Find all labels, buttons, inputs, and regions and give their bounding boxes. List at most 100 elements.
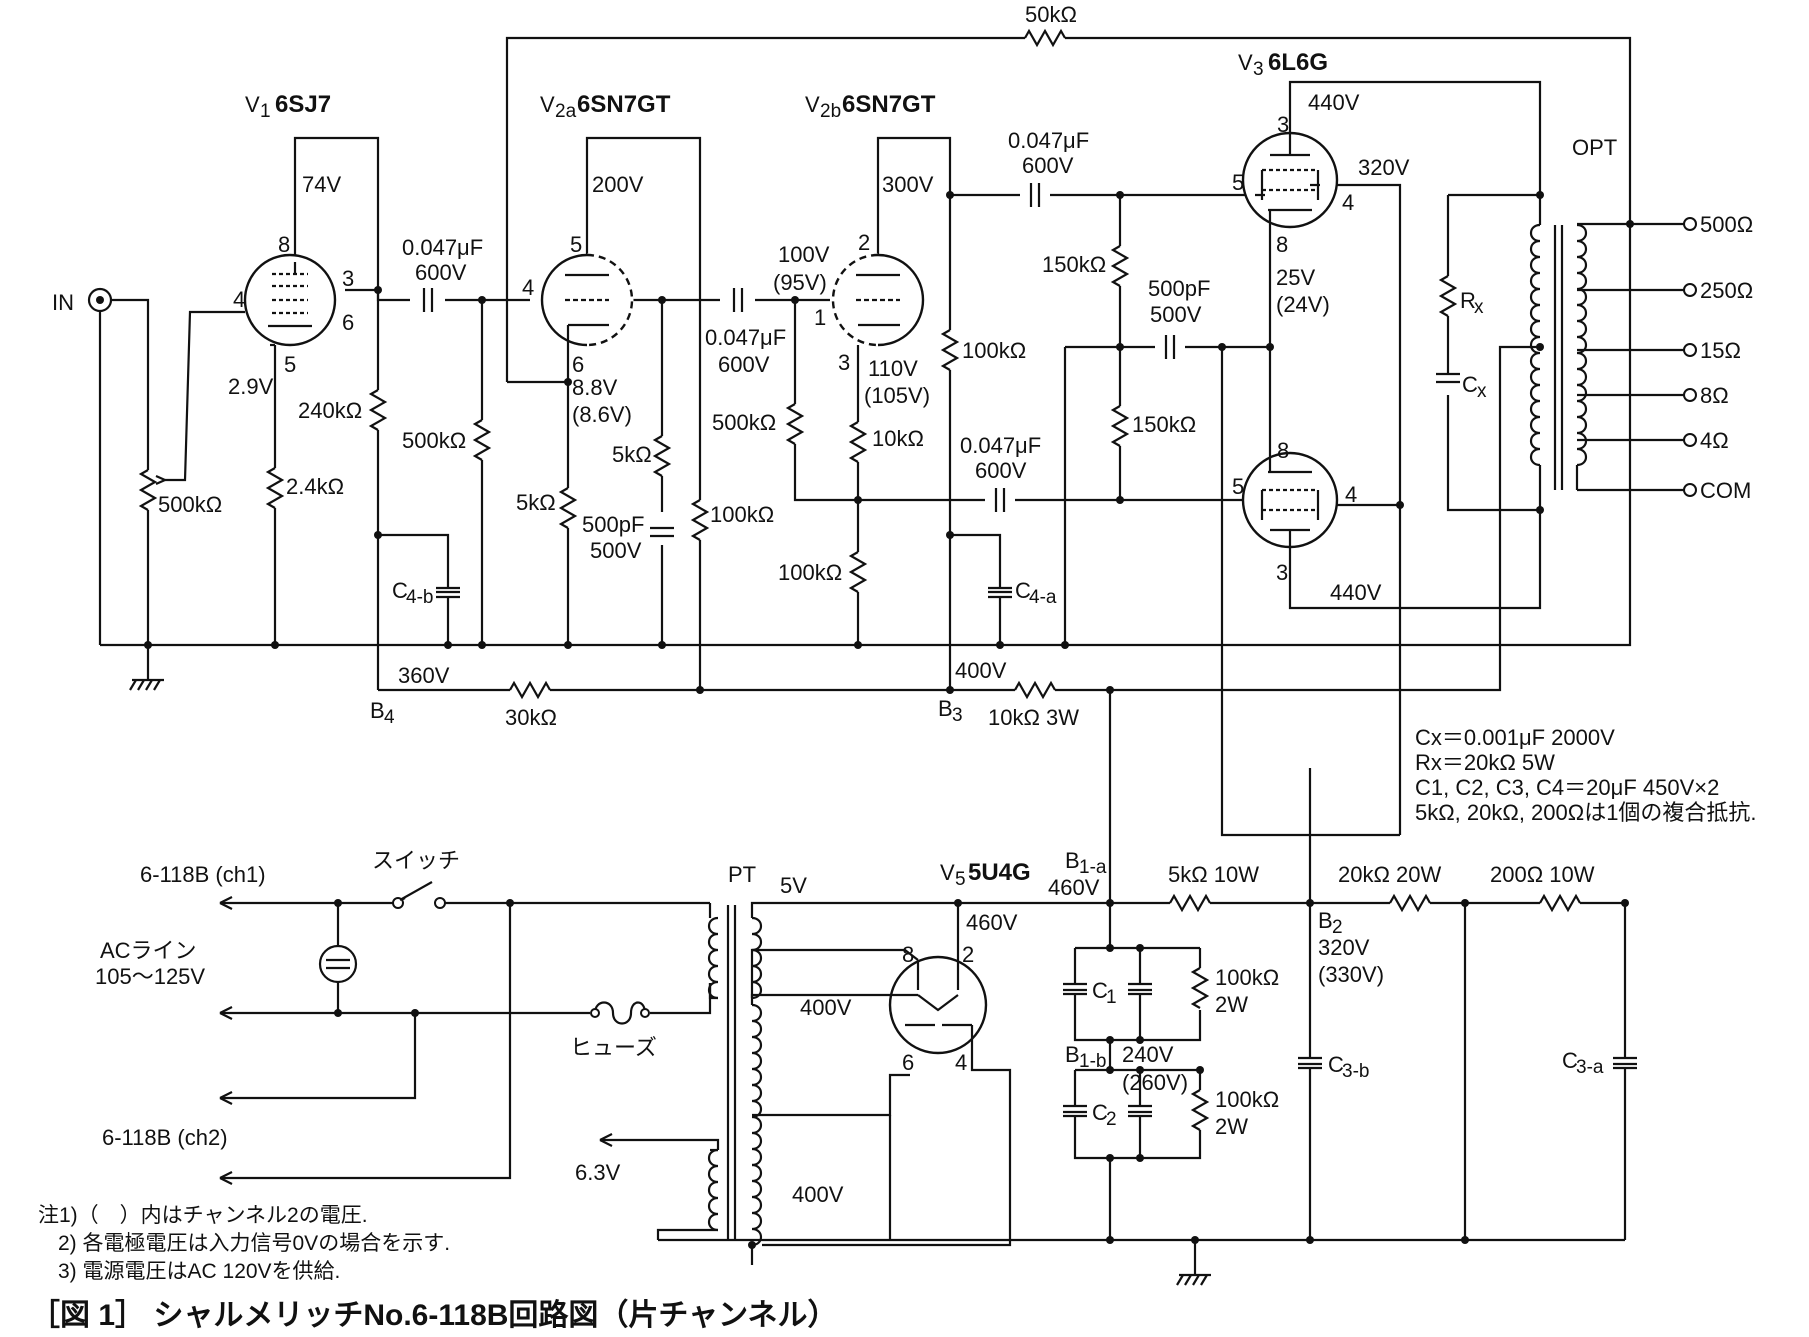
input-jack	[87, 287, 113, 313]
v2b-sub: 2b	[820, 101, 841, 122]
svg-text:2: 2	[1332, 917, 1343, 938]
svg-text:6.3V: 6.3V	[575, 1160, 621, 1185]
svg-text:5kΩ 10W: 5kΩ 10W	[1168, 862, 1259, 887]
svg-text:240V: 240V	[1122, 1042, 1174, 1067]
spec-notes: Cx＝0.001μF 2000V Rx＝20kΩ 5W C1, C2, C3, …	[1415, 725, 1757, 825]
svg-text:0.047μF: 0.047μF	[402, 235, 483, 260]
svg-text:8.8V: 8.8V	[572, 375, 618, 400]
svg-text:500kΩ: 500kΩ	[158, 492, 222, 517]
svg-text:B: B	[1065, 1042, 1080, 1067]
svg-text:460V: 460V	[966, 910, 1018, 935]
svg-text:C: C	[1562, 1048, 1578, 1073]
svg-text:ACライン: ACライン	[100, 938, 197, 963]
svg-text:3: 3	[1277, 112, 1289, 137]
svg-text:5V: 5V	[780, 873, 807, 898]
svg-text:320V: 320V	[1318, 935, 1370, 960]
v1-ref: V	[245, 92, 260, 117]
svg-text:2: 2	[962, 942, 974, 967]
svg-text:320V: 320V	[1358, 155, 1410, 180]
v2a-type: 6SN7GT	[577, 91, 671, 118]
svg-text:100kΩ: 100kΩ	[1215, 965, 1279, 990]
svg-text:1: 1	[1106, 987, 1117, 1008]
svg-text:3-a: 3-a	[1576, 1057, 1604, 1078]
svg-text:3) 電源電圧はAC 120Vを供給.: 3) 電源電圧はAC 120Vを供給.	[58, 1260, 340, 1283]
svg-text:2: 2	[1106, 1109, 1117, 1130]
svg-text:IN: IN	[52, 290, 74, 315]
v2b-ref: V	[805, 92, 820, 117]
svg-text:Cx＝0.001μF 2000V: Cx＝0.001μF 2000V	[1415, 725, 1615, 750]
tube-v3-upper	[1241, 118, 1339, 229]
tube-v1	[243, 253, 337, 347]
svg-text:400V: 400V	[792, 1182, 844, 1207]
v1-type: 6SJ7	[275, 91, 331, 118]
svg-text:B: B	[1065, 848, 1080, 873]
svg-text:400V: 400V	[955, 658, 1007, 683]
svg-text:200Ω 10W: 200Ω 10W	[1490, 862, 1595, 887]
svg-text:ヒューズ: ヒューズ	[570, 1035, 657, 1060]
svg-text:C: C	[1092, 978, 1108, 1003]
svg-text:10kΩ: 10kΩ	[872, 426, 924, 451]
tube-v2b	[831, 253, 925, 347]
svg-text:500V: 500V	[1150, 302, 1202, 327]
svg-text:C: C	[1015, 578, 1031, 603]
v3-ref: V	[1238, 50, 1253, 75]
svg-text:C: C	[1328, 1052, 1344, 1077]
svg-text:300V: 300V	[882, 172, 934, 197]
svg-text:100kΩ: 100kΩ	[1215, 1087, 1279, 1112]
svg-text:150kΩ: 150kΩ	[1042, 252, 1106, 277]
labels-power: 6-118B (ch1) ACライン 105～125V 6-118B (ch2)…	[95, 848, 657, 1150]
svg-text:5kΩ: 5kΩ	[516, 490, 556, 515]
capacitors-amp	[410, 183, 1460, 610]
svg-text:5kΩ: 5kΩ	[612, 442, 652, 467]
svg-text:500kΩ: 500kΩ	[712, 410, 776, 435]
svg-text:15Ω: 15Ω	[1700, 338, 1741, 363]
svg-text:C1, C2, C3, C4＝20μF 450V×2: C1, C2, C3, C4＝20μF 450V×2	[1415, 775, 1719, 800]
v5-ref: V	[940, 860, 955, 885]
svg-text:3: 3	[1276, 560, 1288, 585]
labels-pins: 8 3 4 6 5 5 4 6 2 1 3 3 5 4 8 8 5 4 3 8 …	[233, 112, 1357, 1075]
svg-text:4: 4	[233, 287, 245, 312]
svg-text:400V: 400V	[800, 995, 852, 1020]
svg-text:2W: 2W	[1215, 992, 1248, 1017]
svg-text:4: 4	[1345, 482, 1357, 507]
svg-text:(260V): (260V)	[1122, 1070, 1188, 1095]
labels-voltages: 74V 2.9V 200V 8.8V (8.6V) 300V 100V (95V…	[228, 90, 1410, 1207]
svg-text:1: 1	[814, 305, 826, 330]
svg-text:600V: 600V	[1022, 153, 1074, 178]
svg-text:2: 2	[858, 230, 870, 255]
output-transformer	[1529, 190, 1697, 497]
svg-text:440V: 440V	[1308, 90, 1360, 115]
svg-text:460V: 460V	[1048, 875, 1100, 900]
svg-text:0.047μF: 0.047μF	[705, 325, 786, 350]
svg-text:(24V): (24V)	[1276, 292, 1330, 317]
svg-text:3: 3	[342, 266, 354, 291]
svg-text:1-a: 1-a	[1079, 857, 1107, 878]
svg-text:PT: PT	[728, 862, 756, 887]
tube-v2a	[540, 253, 634, 347]
svg-text:4: 4	[1342, 190, 1354, 215]
svg-text:3: 3	[838, 350, 850, 375]
v5-type: 5U4G	[968, 859, 1031, 886]
svg-text:6: 6	[572, 352, 584, 377]
tube-v3-lower	[1241, 445, 1339, 552]
svg-text:500V: 500V	[590, 538, 642, 563]
junctions-amp	[144, 191, 1634, 694]
svg-text:5: 5	[1232, 474, 1244, 499]
svg-text:(95V): (95V)	[773, 270, 827, 295]
svg-text:500kΩ: 500kΩ	[402, 428, 466, 453]
labels-outputs: 500Ω 250Ω 15Ω 8Ω 4Ω COM	[1700, 212, 1753, 503]
svg-text:4-a: 4-a	[1029, 587, 1057, 608]
svg-text:2.4kΩ: 2.4kΩ	[286, 474, 344, 499]
svg-text:600V: 600V	[975, 458, 1027, 483]
svg-text:4: 4	[955, 1050, 967, 1075]
svg-text:250Ω: 250Ω	[1700, 278, 1753, 303]
svg-text:4-b: 4-b	[406, 587, 433, 608]
svg-text:5: 5	[570, 232, 582, 257]
psu-components	[219, 881, 1637, 1286]
svg-text:R: R	[1460, 288, 1476, 313]
svg-text:3: 3	[952, 705, 963, 726]
svg-text:360V: 360V	[398, 663, 450, 688]
resistors-amp	[139, 29, 1457, 699]
svg-text:5: 5	[1232, 170, 1244, 195]
svg-text:C: C	[392, 578, 408, 603]
